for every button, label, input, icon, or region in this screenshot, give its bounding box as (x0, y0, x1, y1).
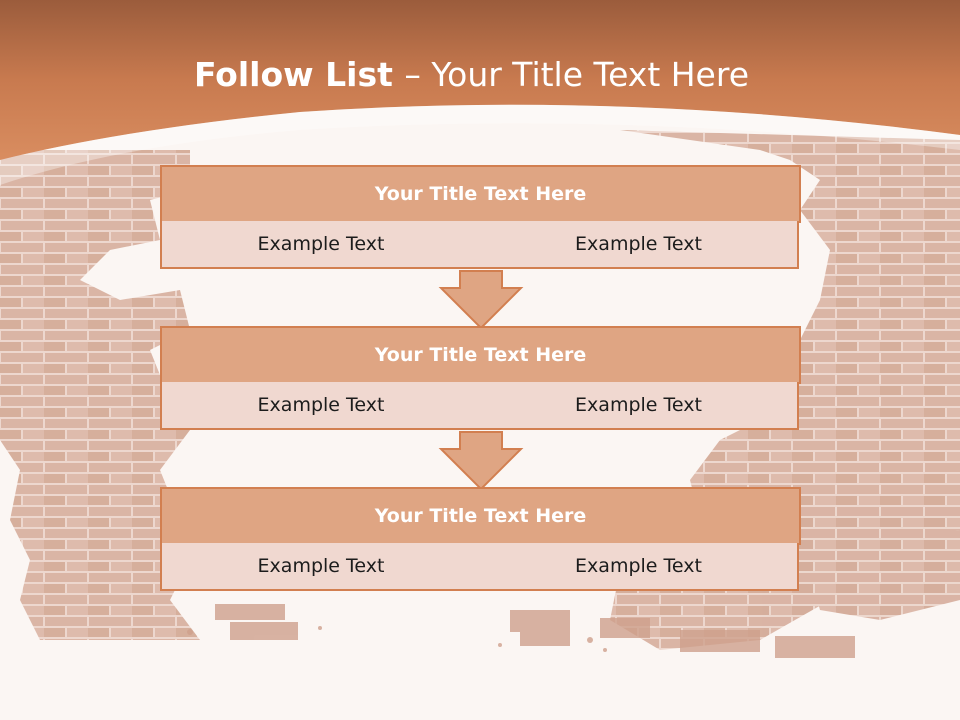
title-rest: – Your Title Text Here (404, 55, 750, 94)
down-arrow-icon (438, 270, 524, 330)
list-block-1: Your Title Text Here Example Text Exampl… (160, 165, 801, 271)
list-block-3: Your Title Text Here Example Text Exampl… (160, 487, 801, 593)
block-2-right-text: Example Text (480, 382, 799, 430)
block-2-title: Your Title Text Here (160, 326, 801, 384)
block-2-left-text: Example Text (160, 382, 482, 430)
down-arrow-icon (438, 431, 524, 491)
slide-title: Follow List – Your Title Text Here (0, 52, 943, 98)
list-block-2: Your Title Text Here Example Text Exampl… (160, 326, 801, 432)
block-1-title: Your Title Text Here (160, 165, 801, 223)
left-brick-wall (0, 150, 200, 640)
header-arc (0, 104, 960, 185)
block-3-right-text: Example Text (480, 543, 799, 591)
block-1-right-text: Example Text (480, 221, 799, 269)
fallen-bricks (187, 604, 855, 658)
block-3-left-text: Example Text (160, 543, 482, 591)
header-band (0, 0, 960, 160)
title-bold: Follow List (193, 55, 405, 94)
block-3-title: Your Title Text Here (160, 487, 801, 545)
block-1-left-text: Example Text (160, 221, 482, 269)
